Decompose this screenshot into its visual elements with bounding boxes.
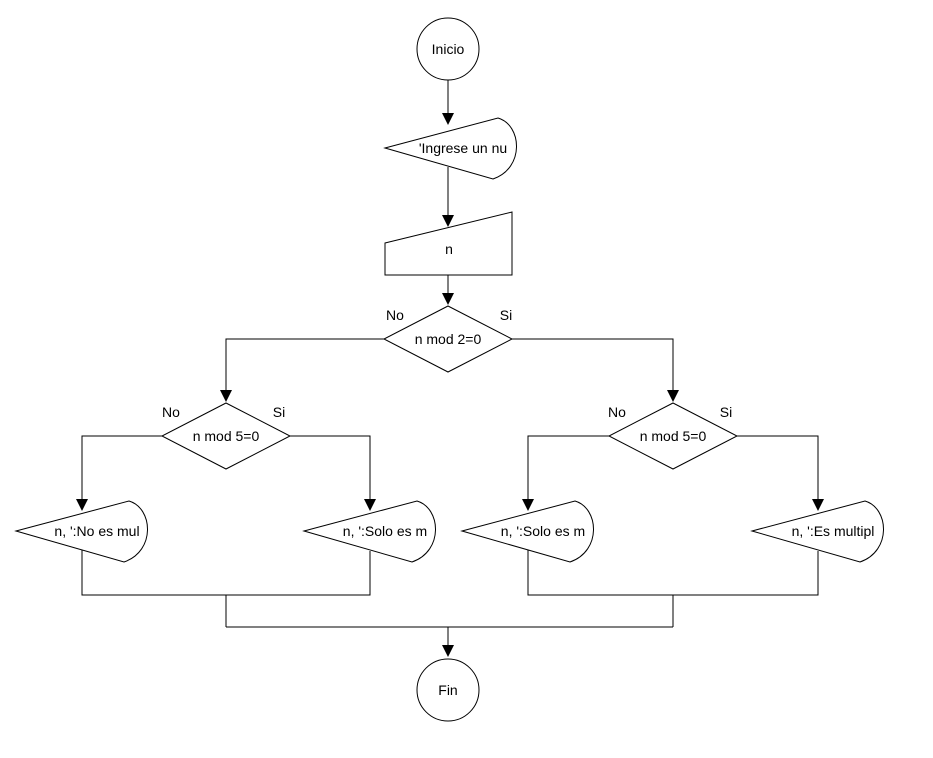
output-si-no-label: n, ':Solo es m <box>501 523 585 539</box>
output-si-si-display-shape <box>750 500 884 563</box>
output-si-si-node: n, ':Es multipl <box>750 500 884 563</box>
decision-mod5-left-node: n mod 5=0 No Si <box>160 402 292 470</box>
start-label: Inicio <box>432 41 465 57</box>
output-no-no-display-shape <box>14 500 148 563</box>
output-no-no-node: n, ':No es mul <box>14 500 148 563</box>
output-no-no-label: n, ':No es mul <box>54 523 139 539</box>
decision-mod2-diamond <box>382 305 514 373</box>
output-si-no-node: n, ':Solo es m <box>460 500 594 563</box>
decision-mod2-label: n mod 2=0 <box>415 331 482 347</box>
nodes: Inicio 'Ingrese un nu n n mod 2=0 No Si … <box>14 17 884 722</box>
edge-mod5-left-no-branch <box>76 435 162 511</box>
decision-mod5-right-label: n mod 5=0 <box>640 428 707 444</box>
decision-mod2-si-label: Si <box>500 307 512 323</box>
output-no-si-display-shape <box>302 500 436 563</box>
prompt-display-shape <box>383 117 517 180</box>
edge-mod5-right-no-branch <box>522 435 609 511</box>
end-circle <box>416 658 480 722</box>
edge-mod5-right-si-branch <box>737 435 824 511</box>
output-si-no-display-shape <box>460 500 594 563</box>
start-node: Inicio <box>416 17 480 81</box>
read-input-node: n <box>384 211 513 276</box>
decision-mod2-no-label: No <box>386 307 404 323</box>
decision-mod5-left-label: n mod 5=0 <box>193 428 260 444</box>
edges <box>76 80 824 657</box>
decision-mod2-node: n mod 2=0 No Si <box>382 305 514 373</box>
prompt-output-node: 'Ingrese un nu <box>383 117 517 180</box>
output-si-si-label: n, ':Es multipl <box>792 523 875 539</box>
output-no-si-node: n, ':Solo es m <box>302 500 436 563</box>
decision-mod5-right-node: n mod 5=0 No Si <box>607 402 739 470</box>
decision-mod5-left-diamond <box>160 402 292 470</box>
prompt-label: 'Ingrese un nu <box>419 140 507 156</box>
read-label: n <box>445 241 453 257</box>
decision-mod5-right-no-label: No <box>608 404 626 420</box>
end-label: Fin <box>438 682 457 698</box>
decision-mod5-left-si-label: Si <box>273 404 285 420</box>
edge-mod2-si-branch <box>512 338 679 402</box>
decision-mod5-right-si-label: Si <box>720 404 732 420</box>
end-node: Fin <box>416 658 480 722</box>
edge-mod2-no-branch <box>220 338 384 402</box>
output-no-si-label: n, ':Solo es m <box>343 523 427 539</box>
manual-input-shape <box>384 211 513 276</box>
decision-mod5-right-diamond <box>607 402 739 470</box>
edge-mod5-left-si-branch <box>290 435 376 511</box>
decision-mod5-left-no-label: No <box>162 404 180 420</box>
